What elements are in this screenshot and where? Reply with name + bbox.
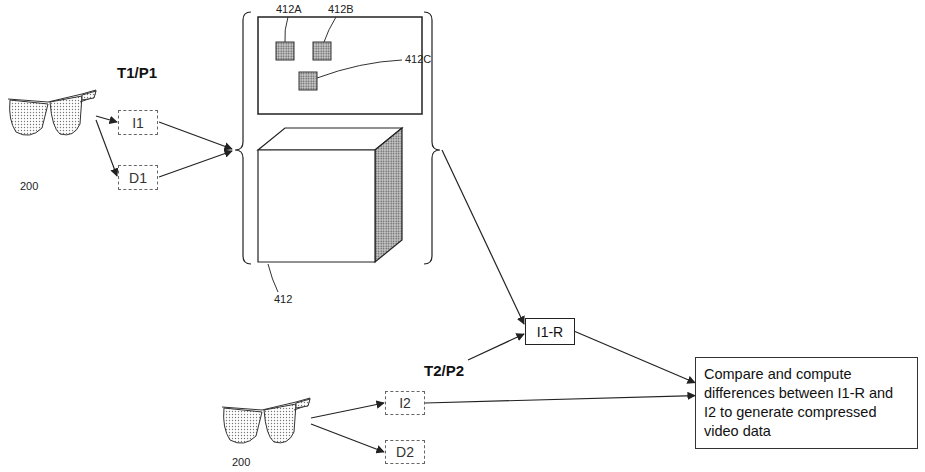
box-text: I2 [399,395,411,411]
box-text: I1-R [537,324,563,340]
callout-number: 200 [232,456,250,468]
bracket [235,12,440,264]
time-pose-label: T2/P2 [424,362,464,379]
arrow-connector [575,332,695,383]
depth-box: D2 [385,440,425,464]
region-square [299,72,317,90]
region-square [313,42,331,60]
callout-number: 412A [276,3,302,15]
image-frame [258,17,422,114]
callout-number: 412 [274,293,292,305]
glasses-illustration [8,90,96,135]
callout-number: 412B [328,3,354,15]
reprojected-image-box: I1-R [525,318,575,345]
callout-number: 412C [405,53,431,65]
box-text: Compare and compute differences between … [704,365,909,440]
glasses-illustration [222,398,310,443]
cube-illustration [258,128,402,262]
region-square [276,42,294,60]
arrow-connector [425,396,695,403]
image-box: I2 [385,391,425,415]
box-text: I1 [132,115,144,131]
time-pose-label: T1/P1 [117,64,157,81]
callout-number: 200 [20,180,38,192]
image-box: I1 [118,110,158,135]
box-text: D1 [129,170,147,186]
box-text: D2 [396,444,414,460]
depth-box: D1 [118,165,158,190]
process-box: Compare and compute differences between … [695,357,918,449]
